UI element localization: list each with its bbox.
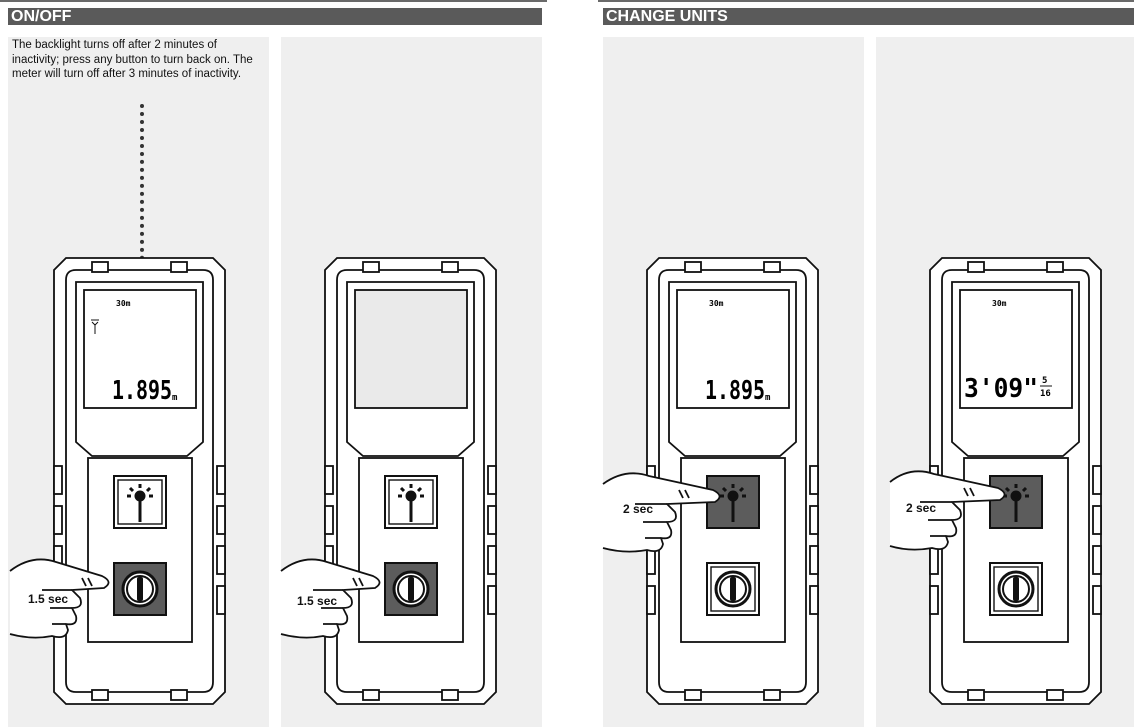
unit-readout: m <box>172 393 178 403</box>
fraction-numerator: 5 <box>1042 376 1047 386</box>
range-readout: 30m <box>992 299 1007 308</box>
range-readout: 30m <box>116 299 131 308</box>
device-2: 1.5 sec <box>280 257 497 705</box>
backlight-button[interactable] <box>989 475 1043 529</box>
power-button-icon <box>392 570 430 608</box>
top-rule-right <box>598 0 1134 2</box>
press-duration-label: 2 sec <box>906 501 936 515</box>
power-button-icon <box>121 570 159 608</box>
distance-readout: 3'09" <box>964 374 1038 404</box>
device-4: 30m 3'09" 5 16 2 sec <box>889 257 1102 705</box>
device-3: 30m 1.895 m 2 sec <box>602 257 819 705</box>
backlight-button-icon <box>398 484 424 522</box>
power-button[interactable] <box>113 562 167 616</box>
pointing-hand-icon <box>889 470 1006 551</box>
power-button-icon <box>714 570 752 608</box>
unit-readout: m <box>765 393 771 403</box>
laser-icon <box>91 319 99 334</box>
section-header-onoff: ON/OFF <box>8 8 542 25</box>
pointing-hand-icon <box>280 558 381 639</box>
power-button-icon <box>997 570 1035 608</box>
pointing-hand-icon <box>9 558 110 639</box>
power-button[interactable] <box>384 562 438 616</box>
pointing-hand-icon <box>602 472 721 553</box>
power-button[interactable] <box>989 562 1043 616</box>
backlight-button-icon <box>127 484 153 522</box>
backlight-button[interactable] <box>113 475 167 529</box>
distance-readout: 1.895 <box>112 376 172 406</box>
device-1: 30m 1.895 m 1.5 sec <box>9 257 226 705</box>
press-duration-label: 1.5 sec <box>297 594 337 608</box>
top-rule-left <box>0 0 547 2</box>
power-button[interactable] <box>706 562 760 616</box>
fraction-denominator: 16 <box>1040 389 1051 399</box>
backlight-button[interactable] <box>384 475 438 529</box>
press-duration-label: 1.5 sec <box>28 592 68 606</box>
range-readout: 30m <box>709 299 724 308</box>
section-header-change-units: CHANGE UNITS <box>603 8 1134 25</box>
backlight-button-icon <box>720 484 746 522</box>
laser-beam <box>140 104 144 260</box>
distance-readout: 1.895 <box>705 376 765 406</box>
press-duration-label: 2 sec <box>623 502 653 516</box>
instruction-text: The backlight turns off after 2 minutes … <box>12 39 253 80</box>
